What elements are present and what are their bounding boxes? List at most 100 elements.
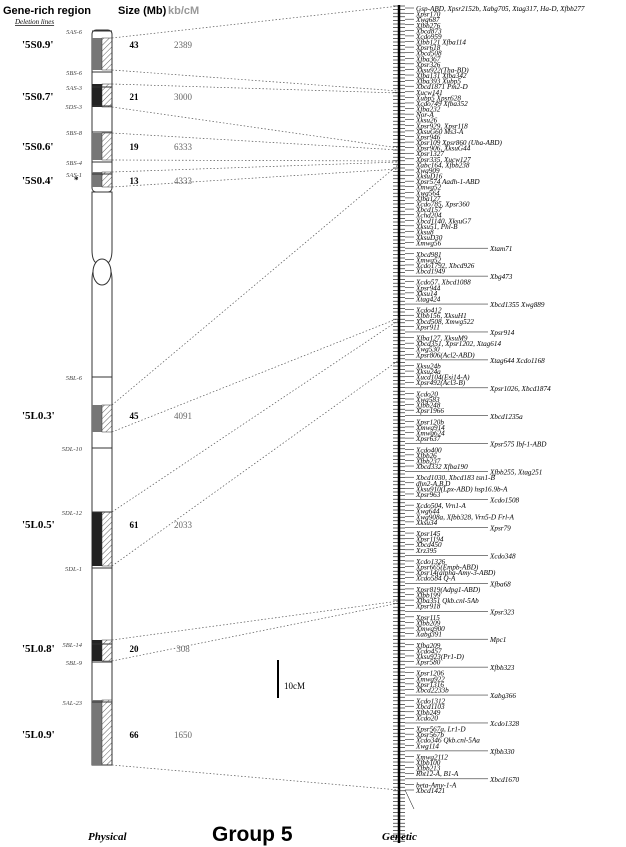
region-band [92, 405, 102, 432]
marker-label: Xfbb255, Xtag251 [489, 469, 542, 477]
marker-label: Xpsr580 [415, 659, 441, 667]
marker-label: Xfba393 Xubp5 [415, 78, 461, 86]
marker-label: Xcdo1328 [489, 720, 520, 728]
marker-label: Xmwg52 [415, 256, 442, 264]
region-hatch [101, 171, 113, 188]
marker-label: Xcdo584 Q-A [415, 575, 456, 583]
marker-label: Xucd104(Esi14-A) [415, 374, 470, 382]
marker-label: Xbcd1103 [415, 703, 445, 711]
marker-label: Gsp-ABD, Xpsr2152b, Xabg705, Xtag317, Ha… [416, 5, 585, 13]
region-name: '5S0.9' [22, 39, 53, 51]
marker-label: Xcdo57, Xbcd1088 [415, 279, 471, 287]
deletion-line-label: 5BS-6 [66, 70, 83, 77]
region-name: '5L0.3' [22, 410, 55, 422]
marker-label: Xksu8 [415, 228, 434, 236]
region-kbcm: 1650 [174, 730, 193, 740]
marker-label: Xpsr918 [415, 603, 441, 611]
connector-line [111, 83, 400, 94]
marker-label: Xabg391 [415, 631, 442, 639]
deletion-line-label: 5DL-12 [62, 510, 83, 517]
marker-label: Xbcd1871 Pm2-D [415, 83, 469, 91]
marker-label: Xwg114 [415, 742, 439, 750]
deletion-line-label: 5AS-3 [66, 85, 83, 92]
marker-label: Xpsr14(alpha-Amy-3-ABD) [415, 569, 496, 577]
marker-label: Xpsr1194 [415, 536, 444, 544]
marker-label: Xwg644 [415, 508, 440, 516]
marker-label: Xabg366 [489, 692, 516, 700]
region-size: 13 [130, 176, 140, 186]
marker-label: Xksu14 [415, 290, 438, 298]
region-size: 45 [130, 411, 140, 421]
marker-label: XksuD30 [415, 234, 443, 242]
marker-label: Xcdo20 [415, 390, 438, 398]
marker-label: Xbcd1949 [415, 268, 446, 276]
marker-label: Xcdo1508 [489, 497, 520, 505]
marker-label: Xpsr1966 [415, 407, 444, 415]
connector-line [111, 69, 400, 92]
footer-genetic: Genetic [382, 831, 417, 843]
marker-label: Xbcd981 [415, 251, 442, 259]
marker-label: Xcdo400 [415, 446, 442, 454]
marker-label: Xtam71 [489, 245, 512, 253]
marker-label: Mpc1 [489, 636, 506, 644]
region-size: 20 [130, 644, 140, 654]
footer-physical: Physical [88, 831, 127, 843]
marker-label: Xcdo412 [415, 307, 442, 315]
deletion-line-label: 5BL-6 [66, 375, 83, 382]
region-size: 61 [130, 520, 140, 530]
marker-label: Xcdo348 [489, 552, 516, 560]
marker-label: Xpsr946 [415, 133, 441, 141]
marker-label: Xbcd1670 [489, 776, 520, 784]
connector-line [111, 106, 400, 149]
asterisk-mark: * [74, 175, 79, 185]
marker-label: Xwg909 [415, 167, 440, 175]
marker-label: Xcdo1312 [415, 698, 446, 706]
marker-label: Xbcd508, Xmwg522 [415, 318, 474, 326]
marker-label: Xpsr944 [415, 284, 441, 292]
marker-label: Xfbb26 [415, 452, 437, 460]
marker-label: Xcdo785, Xpsr360 [415, 201, 470, 209]
marker-label: Xcdo457 [415, 647, 442, 655]
deletion-line-label: 5AL-23 [63, 700, 83, 707]
marker-label: Xpsr567b [415, 731, 444, 739]
marker-label: Xfba131 Xfba342 [415, 72, 467, 80]
marker-label: Xbcd157 [415, 206, 442, 214]
marker-label: Xfbb323 [489, 664, 515, 672]
marker-label: Xcdo1326 [415, 558, 446, 566]
marker-label: Xbcd873 [415, 27, 442, 35]
marker-label: Xtag644 Xcdo1168 [489, 357, 545, 365]
connector-line [111, 359, 400, 567]
deletion-line-label: 5AS-1 [66, 172, 82, 179]
marker-label: Xmwg52 [415, 184, 442, 192]
marker-label: Xfba68 [489, 580, 511, 588]
marker-label: Xpsr574 Aadh-1-ABD [415, 178, 480, 186]
deletion-line-label: 5DS-3 [65, 104, 82, 111]
region-kbcm: 308 [176, 644, 190, 654]
marker-label: Xbcd508 [415, 50, 442, 58]
marker-label: Xcdo1792, Xbcd926 [415, 262, 475, 270]
region-hatch [101, 639, 113, 662]
marker-label: Xfbb249 [415, 709, 441, 717]
marker-label: Xwg583 [415, 396, 440, 404]
region-name: '5S0.7' [22, 91, 53, 103]
marker-label: Xksu923(Pr1-D) [415, 653, 465, 661]
marker-label: Xmwg900 [415, 625, 445, 633]
marker-label: Xbcd351, Xpsr1202, Xtag614 [415, 340, 501, 348]
marker-label: Xpsr492(Acl3-B) [415, 379, 466, 387]
region-kbcm: 6333 [174, 142, 193, 152]
marker-label: Xbcd1235a [489, 413, 523, 421]
marker-label: Xbcd1030, Xbcd183 tsn1-B [415, 474, 495, 482]
marker-label: Xpsr1316 [415, 681, 444, 689]
marker-label: Xchd204 [415, 212, 442, 220]
connector-line [111, 168, 400, 188]
marker-label: Xfbb276 [415, 22, 441, 30]
marker-label: Xabc164, Xfbb238 [415, 161, 470, 169]
marker-label: Xpsr806(Acl2-ABD) [415, 351, 475, 359]
marker-label: Xmwg56 [415, 240, 442, 248]
deletion-line-label: 5DL-1 [65, 566, 82, 573]
marker-label: Xpsr1026, Xbcd1874 [489, 385, 551, 393]
marker-label: Xksu24b [415, 362, 441, 370]
marker-label: Xpsr665(Empb-ABD) [415, 564, 479, 572]
region-kbcm: 2389 [174, 40, 193, 50]
